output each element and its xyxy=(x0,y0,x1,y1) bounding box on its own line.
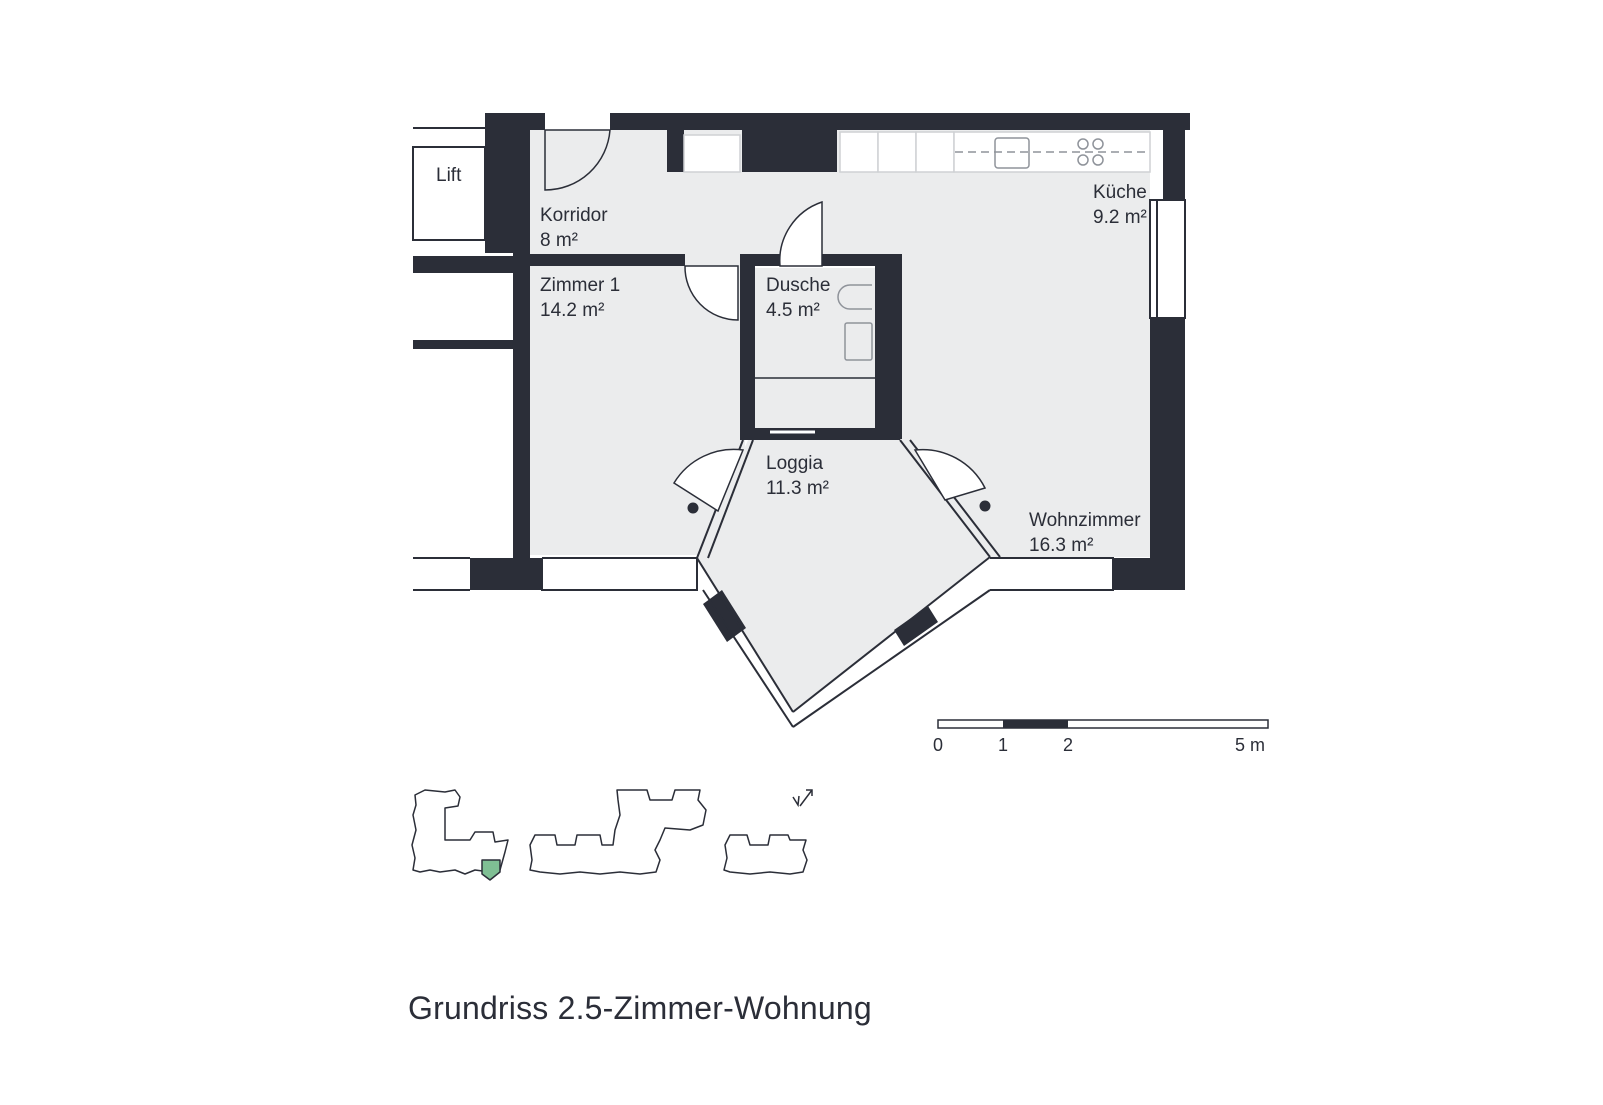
wall-lift-right xyxy=(485,113,513,253)
north-arrow-head xyxy=(806,789,813,796)
wall-top-block-2 xyxy=(742,130,837,172)
room-name-dusche: Dusche xyxy=(766,275,830,296)
site-key-plan xyxy=(411,789,808,881)
room-name-kueche: Küche xyxy=(1093,182,1147,203)
washbasin-icon xyxy=(844,322,873,361)
room-area-kueche: 9.2 m² xyxy=(1093,207,1147,228)
loggia-outline-left xyxy=(696,557,794,713)
wall-corridor-bottom xyxy=(530,254,685,266)
wall-top-block xyxy=(667,130,684,172)
scale-tick-2: 2 xyxy=(1063,735,1073,755)
column-dot xyxy=(687,502,699,514)
scale-bar-frame xyxy=(937,719,1269,729)
stove-icon-3 xyxy=(1077,154,1089,166)
room-area-zimmer-1: 14.2 m² xyxy=(540,300,604,321)
loggia-outline-right-2 xyxy=(792,589,991,728)
walls xyxy=(413,113,1190,646)
wall-loggia-right-pillar xyxy=(894,606,938,646)
outlines xyxy=(412,127,1186,728)
floor-zimmer-1 xyxy=(530,270,745,555)
wall-right-top xyxy=(1163,113,1185,200)
wall-left-middle xyxy=(413,340,513,349)
stove-icon xyxy=(1077,138,1089,150)
room-name-wohnzimmer: Wohnzimmer xyxy=(1029,510,1141,531)
scale-tick-0: 0 xyxy=(933,735,943,755)
stove-icon-2 xyxy=(1092,138,1104,150)
wall-bottom-left-block xyxy=(470,558,542,590)
wall-left-upper xyxy=(413,256,513,273)
columns xyxy=(687,500,991,514)
floor-dusche xyxy=(755,268,875,428)
plan-caption: Grundriss 2.5-Zimmer-Wohnung xyxy=(408,990,872,1026)
north-arrow-icon xyxy=(792,789,813,808)
scale-bar-segment xyxy=(1003,720,1068,728)
floor-areas xyxy=(530,130,1150,712)
wall-dusche-bottom xyxy=(740,428,900,440)
counter-block-1 xyxy=(683,134,741,173)
door-dusche-icon xyxy=(779,200,823,267)
room-name-zimmer-1: Zimmer 1 xyxy=(540,275,620,296)
north-arrow-shaft xyxy=(799,789,813,807)
sink-icon xyxy=(994,137,1030,169)
counter-block-4 xyxy=(915,131,955,173)
wall-dusche-left xyxy=(740,254,755,439)
floor-wohnzimmer xyxy=(900,260,1150,557)
window-bottom-right xyxy=(990,557,1114,591)
wall-right-bottom xyxy=(1150,318,1185,590)
kitchen-fixtures xyxy=(837,137,1148,361)
wall-left-vertical xyxy=(513,128,530,558)
wall-top xyxy=(610,113,1190,130)
room-labels: Korridor 8 m² Zimmer 1 14.2 m² Dusche 4.… xyxy=(540,182,1147,556)
column-dot-2 xyxy=(979,500,991,512)
stove-icon-4 xyxy=(1092,154,1104,166)
wall-dusche-top xyxy=(740,254,780,266)
room-area-dusche: 4.5 m² xyxy=(766,300,820,321)
window-right xyxy=(1149,199,1186,319)
scale-tick-1: 1 xyxy=(998,735,1008,755)
counter-block-2 xyxy=(839,131,879,173)
key-plan-building-3 xyxy=(723,834,808,875)
lift-outline xyxy=(412,146,486,241)
north-arrow-letter xyxy=(792,795,800,808)
loggia-outline-right xyxy=(792,556,991,713)
loggia-wall-left-2 xyxy=(707,439,754,559)
door-loggia-right-icon xyxy=(913,448,987,501)
window-bottom-left xyxy=(541,557,698,591)
door-entrance-icon xyxy=(544,129,611,191)
doors xyxy=(544,129,987,513)
loggia-outline-left-2 xyxy=(702,589,794,728)
toilet-icon xyxy=(837,284,872,310)
room-name-loggia: Loggia xyxy=(766,453,823,474)
scale-bar: 0 1 2 5 m xyxy=(933,719,1269,755)
wall-dusche-right xyxy=(875,254,902,439)
counter-block-3 xyxy=(877,131,917,173)
scale-tick-5m: 5 m xyxy=(1235,735,1265,755)
room-name-korridor: Korridor xyxy=(540,205,608,226)
wall-loggia-left-pillar xyxy=(703,590,746,642)
key-plan-highlight xyxy=(481,859,501,881)
key-plan-building-2 xyxy=(529,789,707,875)
lift-label: Lift xyxy=(436,165,462,186)
door-loggia-left-icon xyxy=(672,448,745,513)
door-zimmer-icon xyxy=(684,265,739,321)
room-area-korridor: 8 m² xyxy=(540,230,578,251)
wall-bottom-right-block xyxy=(1113,558,1185,590)
room-area-loggia: 11.3 m² xyxy=(766,478,829,499)
room-area-wohnzimmer: 16.3 m² xyxy=(1029,535,1093,556)
